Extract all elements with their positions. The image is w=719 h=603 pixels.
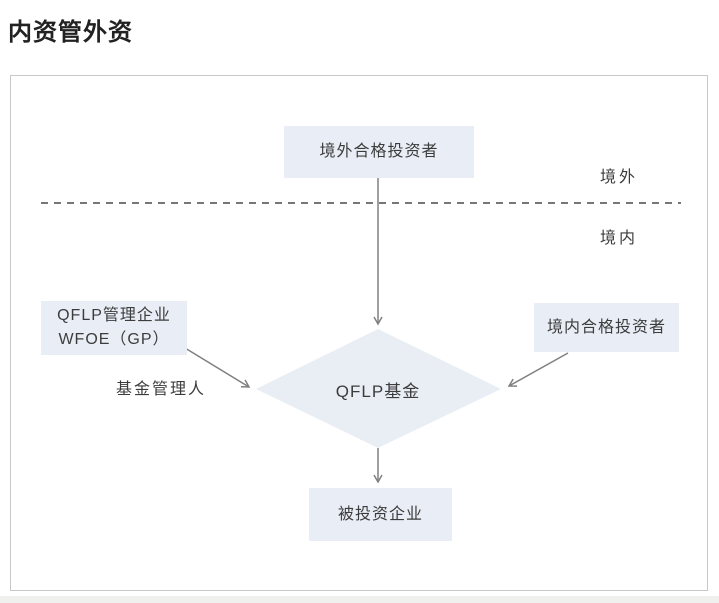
node-qflp-manager-line1: QFLP管理企业 <box>57 307 171 324</box>
node-investee-label: 被投资企业 <box>337 505 423 523</box>
label-onshore: 境内 <box>600 230 639 247</box>
arrow-left-to-diamond <box>184 347 251 388</box>
page-title: 内资管外资 <box>8 19 133 46</box>
node-qflp-fund-label: QFLP基金 <box>335 382 421 401</box>
node-onshore-investor: 境内合格投资者 <box>534 303 679 352</box>
node-offshore-investor: 境外合格投资者 <box>284 126 474 178</box>
node-qflp-manager-line2: WFOE（GP） <box>58 331 170 348</box>
label-offshore: 境外 <box>600 169 639 186</box>
node-offshore-investor-label: 境外合格投资者 <box>319 143 439 160</box>
label-fund-manager: 基金管理人 <box>116 381 207 398</box>
bottom-strip <box>0 596 719 603</box>
arrow-right-to-diamond <box>507 352 569 387</box>
node-qflp-manager: QFLP管理企业 WFOE（GP） <box>41 301 187 355</box>
diamond-shape <box>256 329 501 448</box>
diagram-canvas <box>41 178 681 484</box>
node-onshore-investor-label: 境内合格投资者 <box>546 318 666 336</box>
diagram-frame: 境外合格投资者 QFLP管理企业 WFOE（GP） 境内合格投资者 QFLP基金… <box>10 75 708 591</box>
node-investee: 被投资企业 <box>309 488 452 541</box>
